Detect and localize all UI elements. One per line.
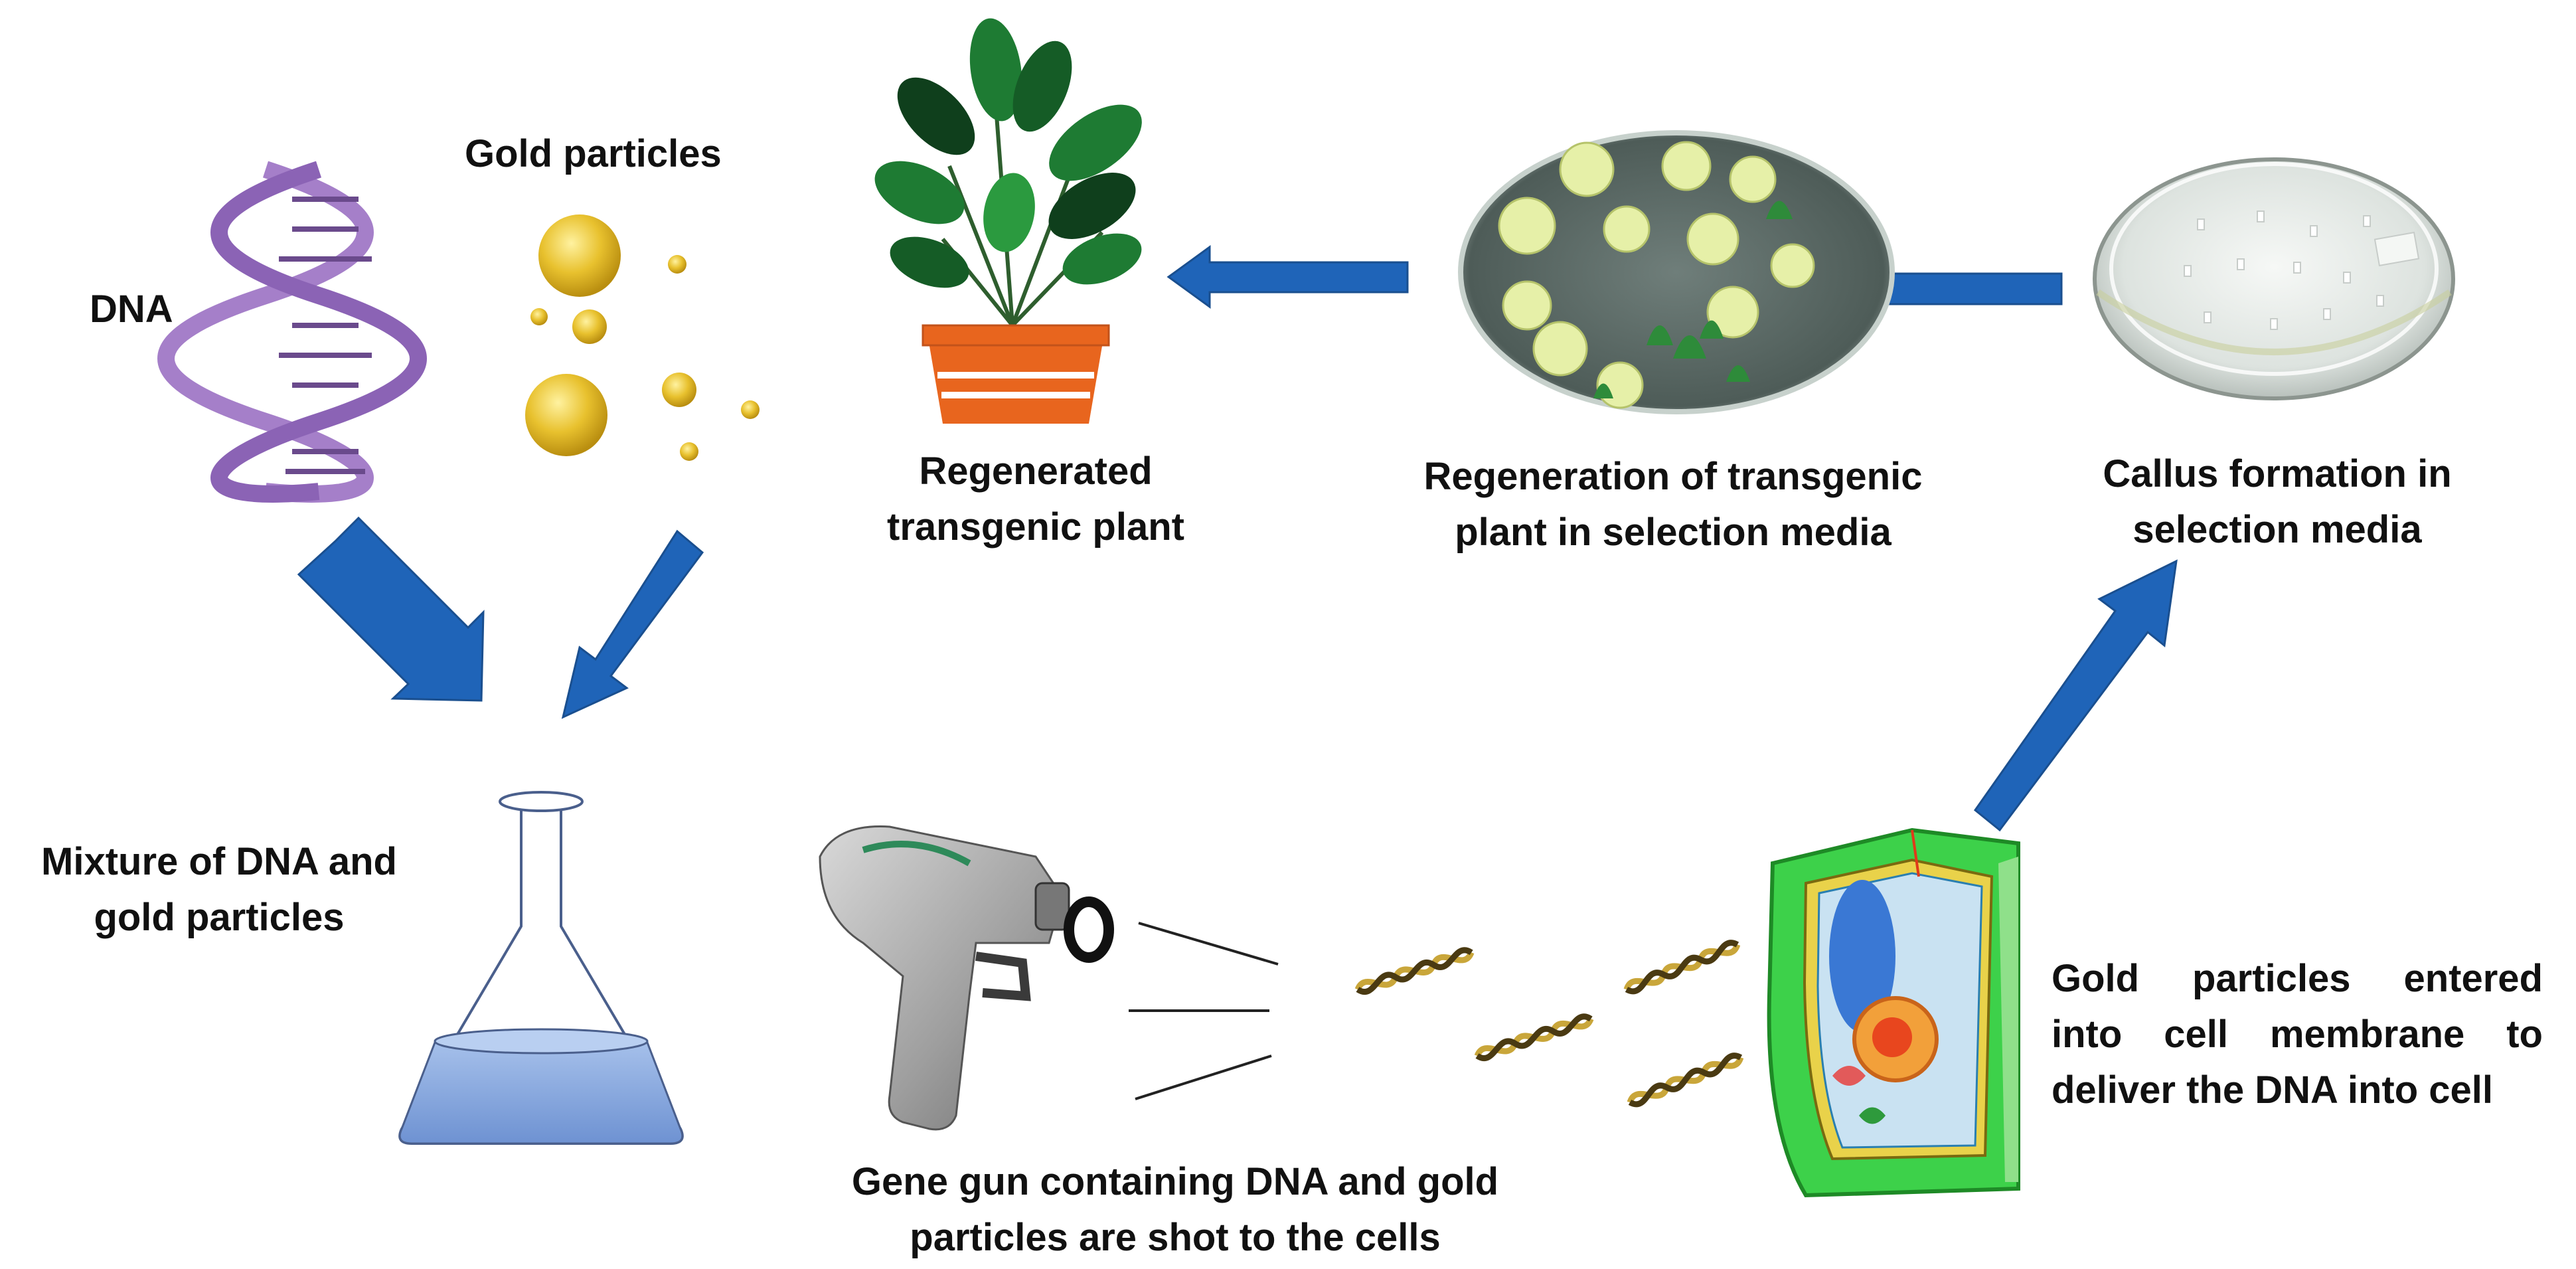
label-mixture: Mixture of DNA and gold particles [13,834,425,946]
label-regeneration-line-2: plant in selection media [1455,511,1892,554]
gene-gun-icon [819,825,1114,1131]
label-mixture-line-1: Mixture of DNA and [41,840,397,883]
potted-plant-icon [874,18,1142,424]
label-cell-entry-line-2: into cell membrane to [2052,1013,2543,1056]
flask-icon [398,791,684,1145]
dna-strand-icon [1354,940,1744,1108]
arrow-cell-to-callus [1973,559,2178,832]
label-gene-gun-line-2: particles are shot to the cells [910,1216,1441,1259]
label-callus: Callus formation in selection media [2025,446,2530,558]
label-gold-particles: Gold particles [465,132,722,175]
label-gene-gun: Gene gun containing DNA and gold particl… [790,1154,1560,1266]
spray-lines [1129,922,1279,1100]
label-regenerated-plant-line-2: transgenic plant [887,505,1184,549]
petri-dish-regeneration-icon [1458,130,1895,414]
label-callus-line-2: selection media [2133,508,2422,551]
arrow-dna-to-flask [297,516,485,702]
label-regeneration-line-1: Regeneration of transgenic [1423,455,1923,498]
arrow-gold-to-flask [561,529,704,719]
arrow-regeneration-to-plant [1167,245,1409,309]
label-regenerated-plant: Regenerated transgenic plant [837,444,1235,555]
label-dna: DNA [90,288,173,331]
label-cell-entry-line-1: Gold particles entered [2052,957,2543,1000]
label-cell-entry-line-3: deliver the DNA into cell [2052,1068,2493,1112]
plant-cell-icon [1767,827,2020,1198]
label-regeneration: Regeneration of transgenic plant in sele… [1381,449,1965,560]
label-callus-line-1: Callus formation in [2103,452,2452,495]
petri-dish-callus-icon [2093,157,2455,400]
label-cell-entry: Gold particles entered into cell membran… [2052,951,2543,1118]
dna-helix-icon [157,161,427,503]
gold-particles-icon [525,214,760,461]
label-gene-gun-line-1: Gene gun containing DNA and gold [851,1160,1499,1203]
label-regenerated-plant-line-1: Regenerated [919,450,1153,493]
label-mixture-line-2: gold particles [94,896,345,939]
